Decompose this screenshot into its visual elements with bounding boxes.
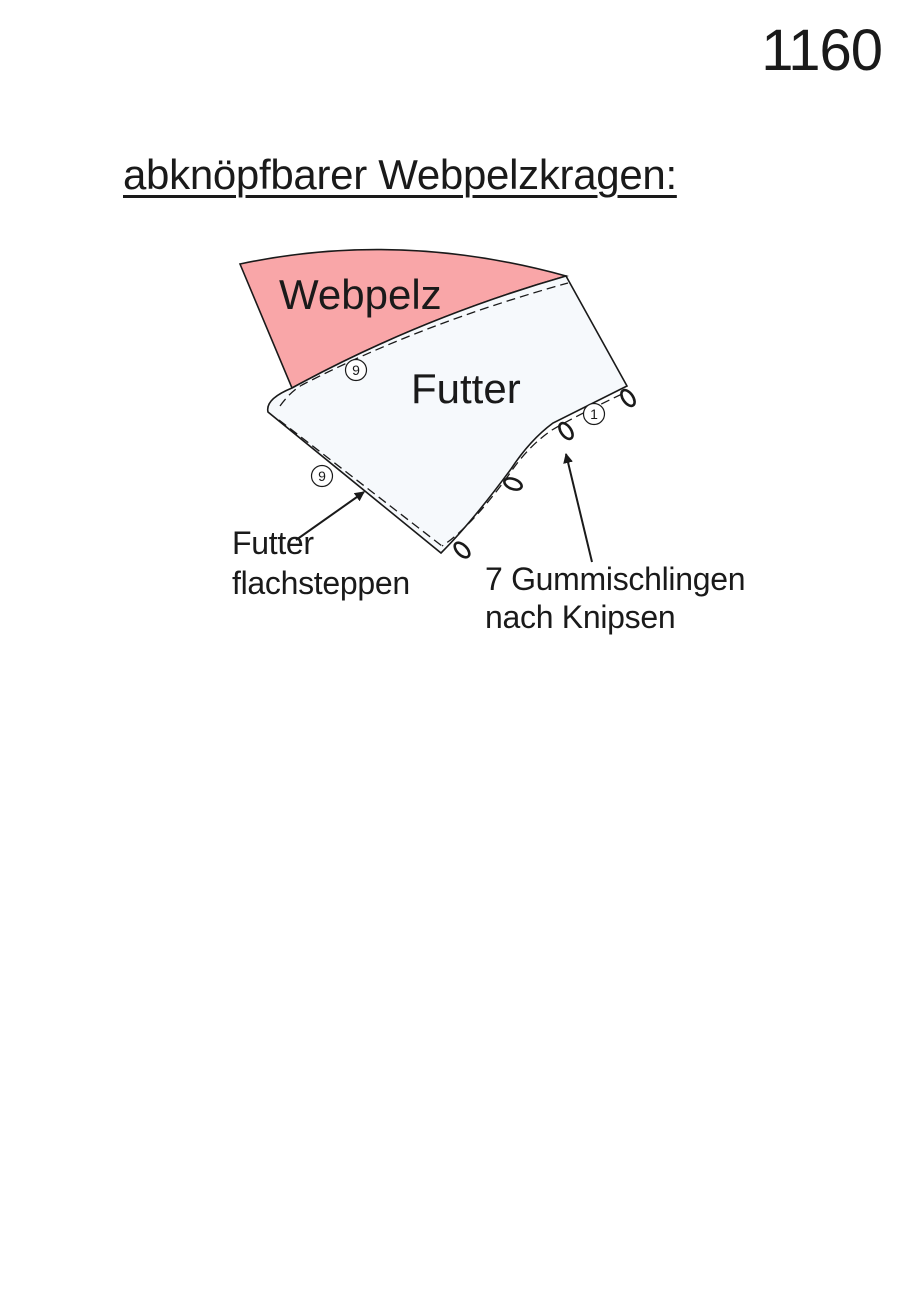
callout-right-line1: 7 Gummischlingen xyxy=(485,561,745,597)
elastic-loop-2 xyxy=(558,421,574,441)
callout-arrow-right xyxy=(563,453,593,563)
fur-label: Webpelz xyxy=(279,271,442,318)
svg-text:9: 9 xyxy=(352,362,360,378)
elastic-loop-3 xyxy=(503,477,523,491)
svg-text:1: 1 xyxy=(590,406,598,422)
bottom-stitch-line xyxy=(441,393,623,547)
page-number: 1160 xyxy=(761,18,883,83)
elastic-loop-4 xyxy=(453,541,471,559)
side-stitch-line xyxy=(278,419,443,547)
stitch-marker-side: 9 xyxy=(310,464,334,488)
lining-label: Futter xyxy=(411,365,521,412)
callout-right-line2: nach Knipsen xyxy=(485,599,675,635)
lining-piece xyxy=(266,275,629,555)
svg-text:9: 9 xyxy=(318,468,326,484)
stitch-marker-top: 9 xyxy=(344,358,368,382)
callout-left-line1: Futter xyxy=(232,525,314,561)
loop-marker: 1 xyxy=(582,402,606,426)
elastic-loop-1 xyxy=(620,388,636,408)
callout-left-line2: flachsteppen xyxy=(232,565,410,601)
callout-arrow-left xyxy=(295,491,365,541)
page-title: abknöpfbarer Webpelzkragen: xyxy=(123,151,677,198)
elastic-loops xyxy=(453,388,636,559)
